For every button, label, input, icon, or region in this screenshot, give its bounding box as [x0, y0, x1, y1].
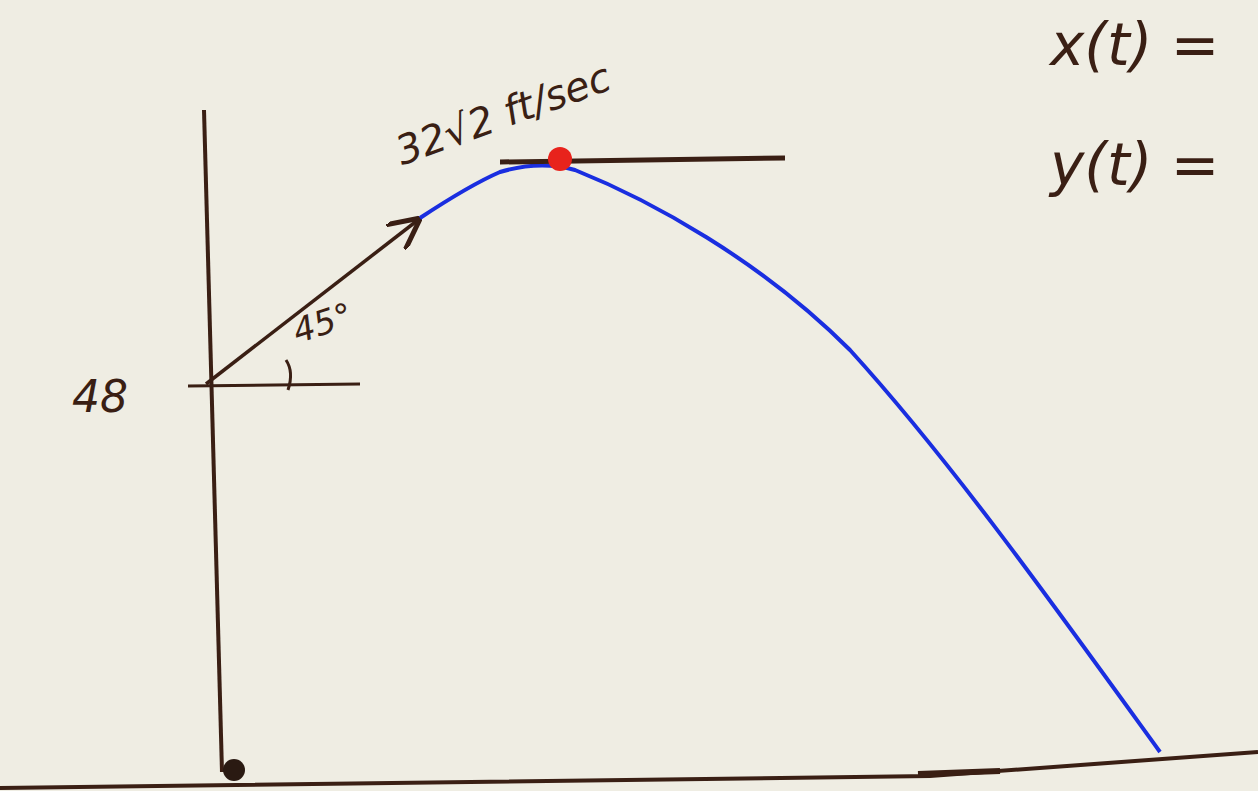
horizontal-reference — [188, 384, 360, 386]
ground-mark — [918, 771, 1000, 774]
equation-label: y(t) = — [1050, 132, 1219, 199]
equation-label: x(t) = — [1050, 12, 1219, 79]
height-label: 48 — [72, 372, 128, 423]
trajectory-curve — [420, 165, 1160, 752]
velocity-arrow — [206, 220, 418, 384]
angle-label: 45° — [288, 295, 357, 351]
apex-dot — [548, 147, 572, 171]
tangent-line — [500, 158, 785, 162]
angle-arc — [286, 360, 291, 390]
ground-line — [0, 752, 1258, 788]
speed-label: 32√2 ft/sec — [389, 54, 616, 174]
y-axis — [204, 110, 222, 772]
origin-dot — [223, 759, 245, 781]
